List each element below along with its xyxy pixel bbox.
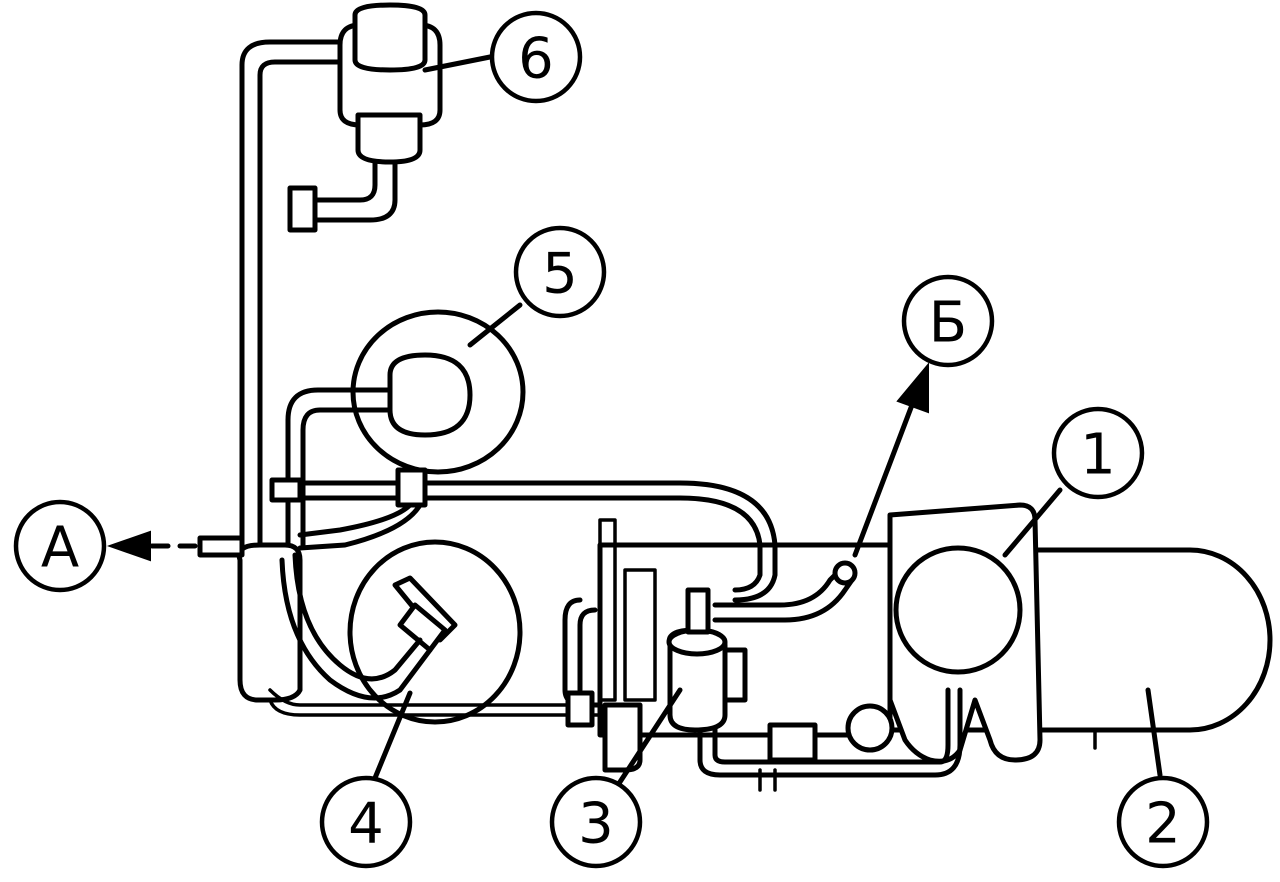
callout-5-label: 5 xyxy=(542,242,578,307)
arrow-a xyxy=(106,530,245,562)
callout-4-label: 4 xyxy=(348,792,384,857)
arrow-b xyxy=(852,362,929,558)
component-3-valve xyxy=(602,587,748,773)
long-hose xyxy=(269,467,778,603)
callout-5: 5 xyxy=(513,225,607,319)
component-6-valve xyxy=(287,2,443,233)
hose-to-b xyxy=(712,560,858,623)
callout-a: А xyxy=(13,499,107,593)
callout-3-label: 3 xyxy=(578,792,614,857)
callout-2-label: 2 xyxy=(1145,792,1181,857)
leader-lines xyxy=(372,52,1163,788)
callout-b-label: Б xyxy=(929,291,967,356)
leader-6 xyxy=(422,52,503,73)
callout-4: 4 xyxy=(319,775,413,869)
component-4-canister xyxy=(347,539,523,725)
leader-4 xyxy=(372,690,413,781)
callout-1-label: 1 xyxy=(1080,423,1116,488)
leader-2 xyxy=(1145,687,1163,778)
leader-5 xyxy=(467,302,523,348)
left-manifold xyxy=(236,542,602,728)
callout-1: 1 xyxy=(1051,406,1145,500)
lower-hoses xyxy=(562,597,963,792)
leader-3 xyxy=(615,687,683,788)
callout-b: Б xyxy=(901,274,995,368)
callout-2: 2 xyxy=(1116,775,1210,869)
vertical-hose xyxy=(239,39,348,548)
callout-a-label: А xyxy=(41,516,79,581)
leader-1 xyxy=(1002,487,1063,558)
central-block xyxy=(597,518,895,753)
callout-6-label: 6 xyxy=(518,27,554,92)
callout-3: 3 xyxy=(549,775,643,869)
callout-6: 6 xyxy=(489,10,583,104)
component-5-reservoir xyxy=(285,309,526,548)
